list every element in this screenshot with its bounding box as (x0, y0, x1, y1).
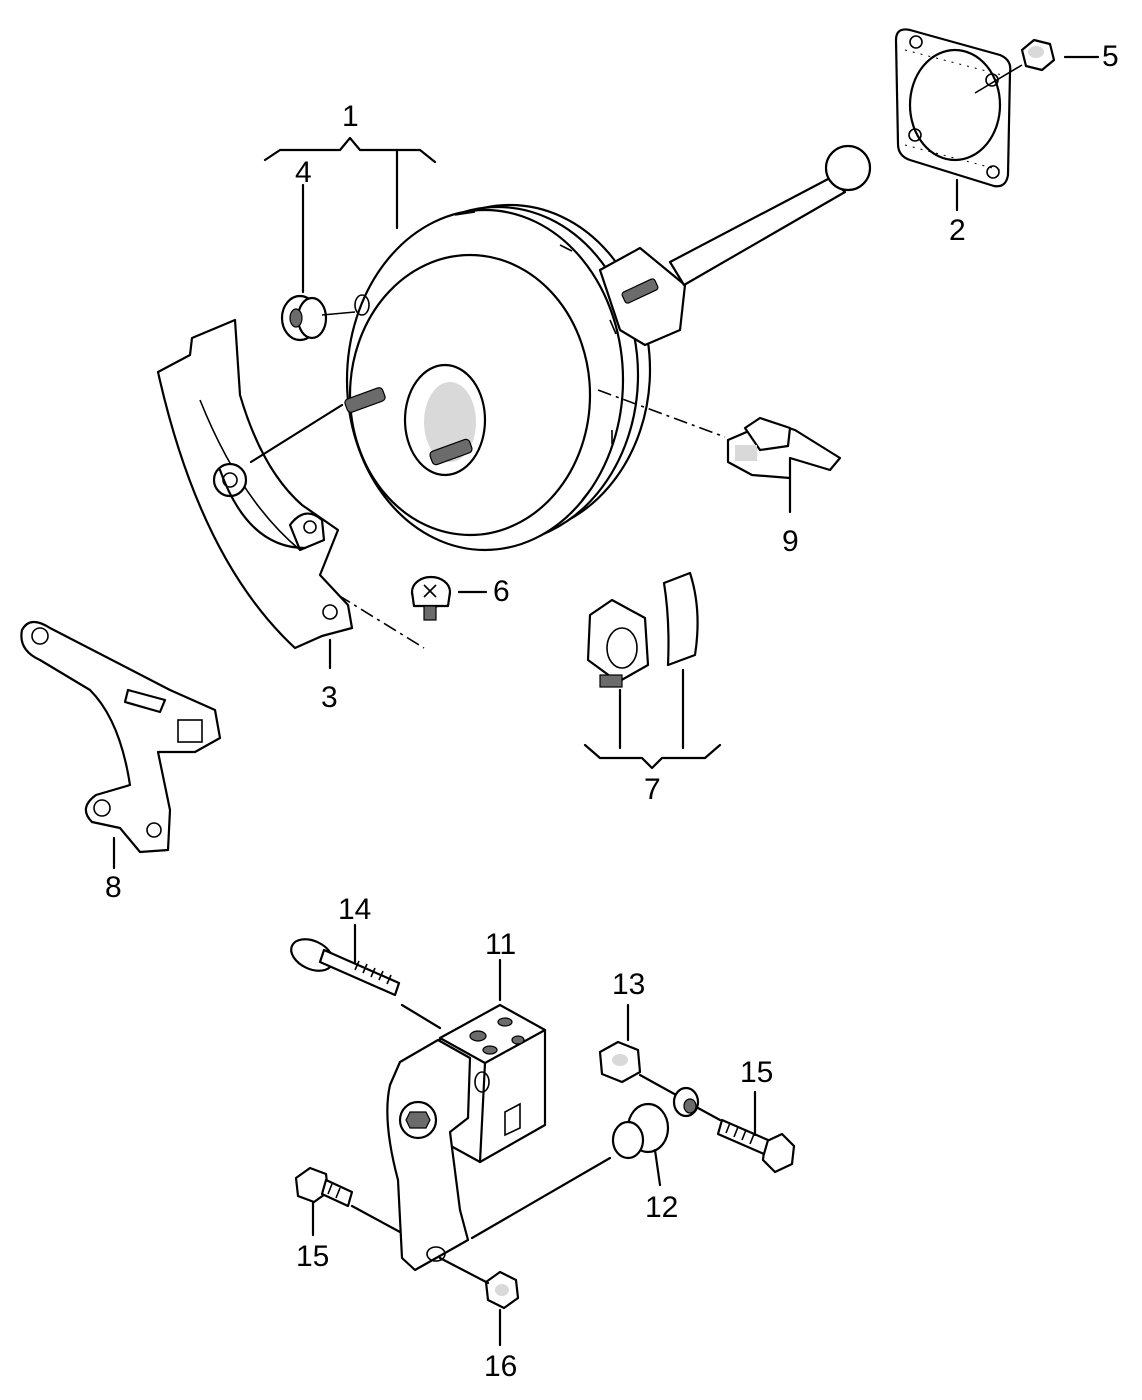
bracket-plate-part-8 (20, 620, 222, 854)
heat-shield-part-3 (156, 318, 354, 650)
nut-part-5 (1020, 38, 1056, 72)
callout-7: 7 (644, 773, 661, 806)
callout-9: 9 (782, 525, 799, 558)
long-bolt-part-14 (290, 938, 401, 997)
valve-block-part-11 (386, 1003, 547, 1272)
leader-line-15-right-b (696, 1106, 722, 1122)
leader-line-14b (400, 1003, 442, 1030)
callout-15-right: 15 (740, 1056, 774, 1089)
callout-4: 4 (295, 156, 312, 189)
callout-14: 14 (338, 893, 372, 926)
nut-part-13 (598, 1040, 642, 1084)
bush-part-12 (611, 1086, 700, 1160)
leader-line-16b (438, 1256, 490, 1285)
leader-line-12b (470, 1156, 612, 1240)
callout-8: 8 (105, 871, 122, 904)
callout-11: 11 (485, 928, 517, 961)
callout-2: 2 (949, 214, 966, 247)
callout-1: 1 (342, 100, 359, 133)
leader-line-9a (597, 389, 726, 438)
bolt-part-6 (410, 575, 452, 621)
callout-16: 16 (484, 1350, 518, 1383)
nut-part-16 (484, 1270, 520, 1310)
callout-5: 5 (1102, 40, 1119, 73)
gasket-part-2 (894, 28, 1012, 188)
leader-line-13b (638, 1073, 680, 1098)
callout-3: 3 (321, 681, 338, 714)
leader-line-3b (337, 594, 425, 649)
bolt-part-15-left (294, 1166, 354, 1208)
callout-12: 12 (645, 1191, 679, 1224)
leader-line-15-left-b (350, 1204, 402, 1234)
leader-line-3a (249, 403, 344, 464)
callout-15-left: 15 (296, 1240, 330, 1273)
bolt-part-15-right (716, 1118, 796, 1174)
callout-6: 6 (493, 575, 510, 608)
grommet-part-4 (280, 294, 328, 342)
brake-servo-part-1 (344, 144, 872, 552)
callout-13: 13 (612, 968, 646, 1001)
leader-line-2b (974, 64, 1023, 94)
bracket-part-7 (583, 743, 722, 770)
leader-line-12 (653, 1148, 662, 1187)
leader-line-4b (321, 311, 356, 316)
bracket-part-1 (263, 136, 437, 164)
sensor-part-7 (586, 571, 699, 688)
clip-part-9 (726, 416, 842, 480)
